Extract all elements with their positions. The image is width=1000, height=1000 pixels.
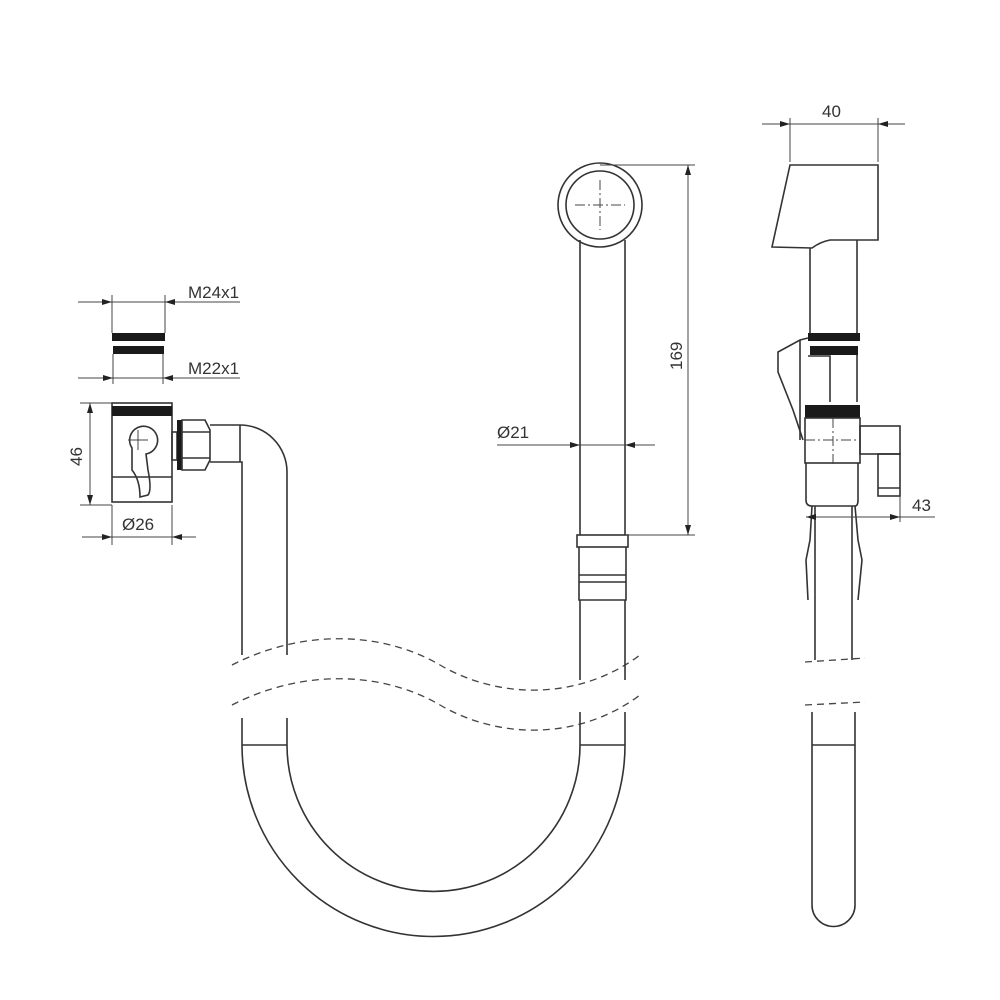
label-d26: Ø26 xyxy=(122,515,154,534)
angle-valve xyxy=(111,402,288,655)
hose xyxy=(241,600,626,938)
label-43: 43 xyxy=(912,496,931,515)
hose-break-lines xyxy=(231,638,866,731)
label-m22x1: M22x1 xyxy=(188,359,239,378)
label-169: 169 xyxy=(667,342,686,370)
hand-shower-front xyxy=(557,162,643,601)
thread-adapter xyxy=(78,295,240,384)
label-40: 40 xyxy=(822,102,841,121)
label-m24x1: M24x1 xyxy=(188,283,239,302)
label-d21: Ø21 xyxy=(497,423,529,442)
hand-shower-side xyxy=(771,164,901,928)
label-46: 46 xyxy=(67,447,86,466)
